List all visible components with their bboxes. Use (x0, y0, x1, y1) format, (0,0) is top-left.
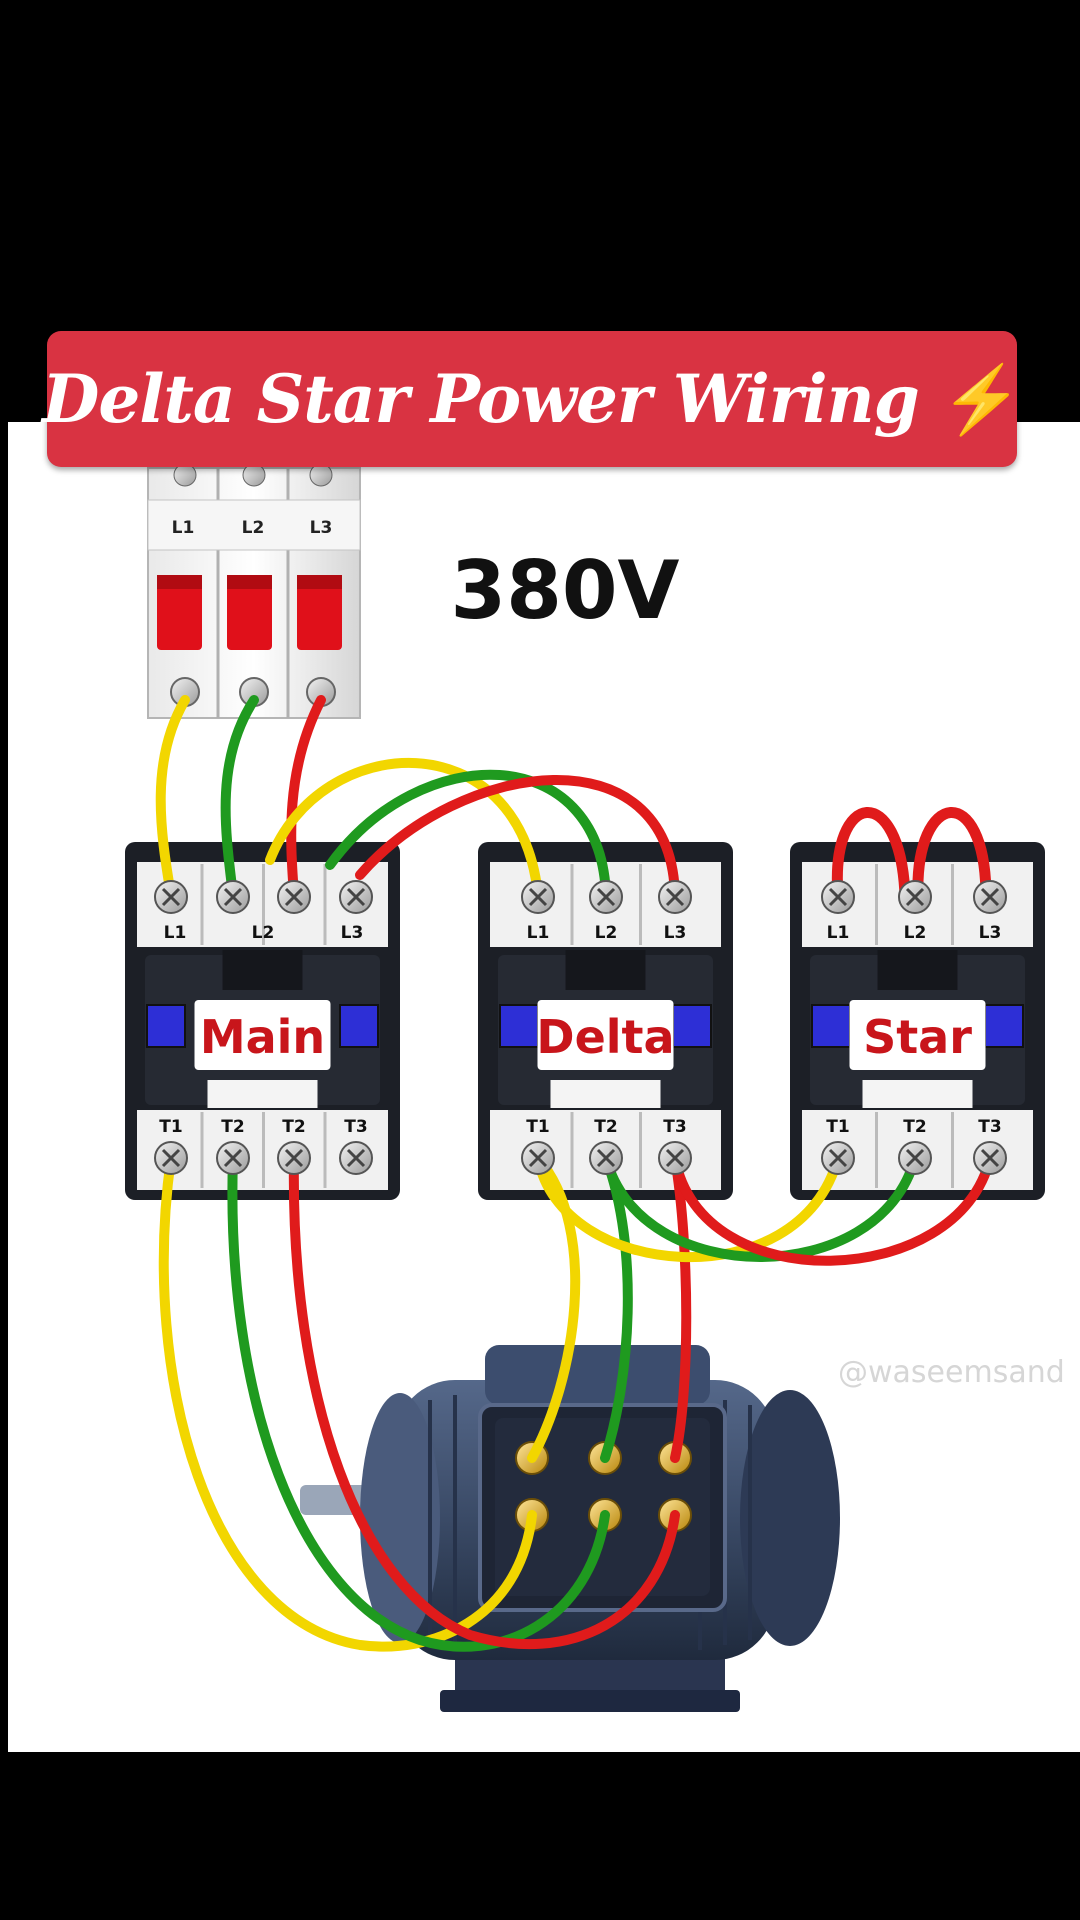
contactor-main-top-screw-4 (339, 880, 373, 914)
contactor-star-top-screw-3 (973, 880, 1007, 914)
contactor-star-bottom-label-3: T3 (978, 1117, 1001, 1137)
motor (300, 1345, 840, 1712)
breaker-label-2: L2 (242, 518, 265, 538)
indicator-left-star (811, 1004, 851, 1048)
contactor-delta-bottom-screw-1 (521, 1141, 555, 1175)
watermark: @waseemsand (838, 1355, 1065, 1390)
contactor-star-bottom-screw-1 (821, 1141, 855, 1175)
contactor-star-top-label-2: L2 (904, 923, 927, 943)
wire-main-delta-l2 (325, 769, 611, 900)
title-banner: Delta Star Power Wiring ⚡ (42, 331, 1023, 467)
breaker-toggle-1[interactable] (157, 580, 202, 650)
indicator-left-delta (499, 1004, 539, 1048)
contactor-star-bottom-screw-2 (898, 1141, 932, 1175)
wire-delta-star-t1 (533, 1153, 843, 1263)
page-title: Delta Star Power Wiring ⚡ (42, 359, 1023, 438)
contactor-delta-top-screw-1 (521, 880, 555, 914)
wire-delta-motor-t2 (600, 1153, 633, 1463)
breaker-toggle-3[interactable] (297, 580, 342, 650)
contactor-delta-top-label-1: L1 (527, 923, 550, 943)
indicator-right-main (339, 1004, 379, 1048)
contactor-delta-top-screw-2 (589, 880, 623, 914)
contactor-main-bottom-label-4: T3 (344, 1117, 367, 1137)
wire-main-motor-t2 (227, 1153, 610, 1652)
breaker-label-3: L3 (310, 518, 333, 538)
contactor-star-top-label-3: L3 (979, 923, 1002, 943)
star-jumper-1 (831, 807, 911, 901)
contactor-star-bottom-label-2: T2 (903, 1117, 926, 1137)
contactor-main-bottom-label-3: T2 (282, 1117, 305, 1137)
contactor-star-bottom-screw-3 (973, 1141, 1007, 1175)
circuit-breaker: L1 L2 L3 (147, 463, 361, 719)
wire-main-delta-l3 (355, 775, 680, 900)
wire-delta-motor-t1 (527, 1153, 581, 1463)
wire-breaker-main-l1 (155, 695, 190, 900)
indicator-left-main (146, 1004, 186, 1048)
contactor-delta-bottom-screw-2 (589, 1141, 623, 1175)
contactor-star-bottom-label-1: T1 (826, 1117, 849, 1137)
indicator-right-delta (672, 1004, 712, 1048)
wire-main-motor-t1 (158, 1153, 537, 1652)
contactor-star-top-label-1: L1 (827, 923, 850, 943)
contactor-delta-top-label-2: L2 (595, 923, 618, 943)
wire-breaker-main-l3 (286, 695, 326, 900)
indicator-right-star (984, 1004, 1024, 1048)
contactor-delta-top-screw-3 (658, 880, 692, 914)
contactor-label-star: Star (863, 1010, 972, 1064)
wire-delta-motor-t3 (670, 1153, 692, 1463)
breaker-label-1: L1 (172, 518, 195, 538)
contactor-main-bottom-screw-4 (339, 1141, 373, 1175)
contactor-main-bottom-screw-1 (154, 1141, 188, 1175)
contactor-delta-top-label-3: L3 (664, 923, 687, 943)
contactor-star-top-screw-2 (898, 880, 932, 914)
breaker-toggle-2[interactable] (227, 580, 272, 650)
contactor-delta-bottom-label-1: T1 (526, 1117, 549, 1137)
contactor-main-bottom-label-1: T1 (159, 1117, 182, 1137)
contactor-delta-bottom-screw-3 (658, 1141, 692, 1175)
contactor-label-main: Main (200, 1010, 325, 1064)
contactor-main-bottom-screw-3 (277, 1141, 311, 1175)
contactor-main-bottom-label-2: T2 (221, 1117, 244, 1137)
wire-delta-star-t2 (601, 1153, 920, 1262)
star-jumper-2 (912, 807, 992, 901)
lightning-bolt-icon: ⚡ (940, 359, 1023, 438)
contactor-delta-bottom-label-2: T2 (594, 1117, 617, 1137)
contactor-label-delta: Delta (536, 1010, 674, 1064)
contactor-star-top-screw-1 (821, 880, 855, 914)
wire-main-delta-l1 (265, 757, 543, 900)
contactor-main-top-label-3: L3 (341, 923, 364, 943)
voltage-label: 380V (451, 544, 680, 637)
contactor-delta-bottom-label-3: T3 (663, 1117, 686, 1137)
contactor-main-bottom-screw-2 (216, 1141, 250, 1175)
contactor-main-top-screw-3 (277, 880, 311, 914)
contactor-main-top-screw-1 (154, 880, 188, 914)
wire-main-motor-t3 (288, 1153, 680, 1650)
contactor-main-top-label-1: L1 (164, 923, 187, 943)
wire-delta-star-t3 (670, 1153, 995, 1266)
contactor-main-top-screw-2 (216, 880, 250, 914)
wire-breaker-main-l2 (220, 695, 259, 900)
contactor-main-top-label-2: L2 (252, 923, 275, 943)
